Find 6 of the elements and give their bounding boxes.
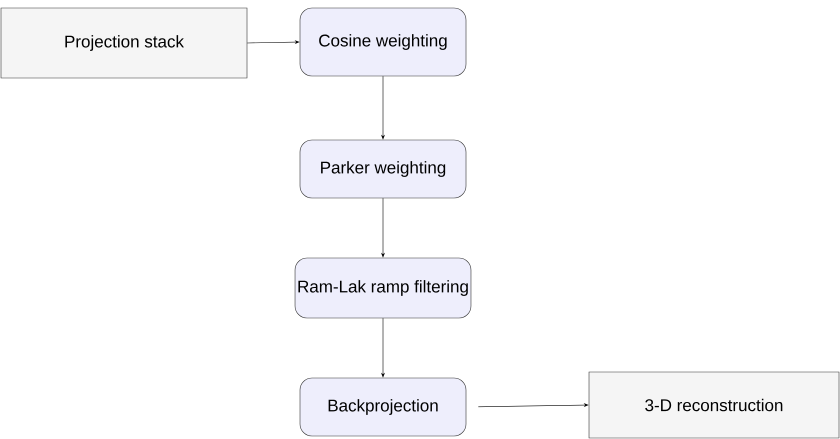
process-box: Parker weighting: [300, 140, 466, 198]
process-box: Ram-Lak ramp filtering: [294, 258, 472, 318]
process-box: Cosine weighting: [300, 8, 466, 76]
process-box: Backprojection: [300, 378, 466, 436]
io-box: 3-D reconstruction: [588, 372, 840, 438]
io-box: Projection stack: [0, 8, 248, 78]
